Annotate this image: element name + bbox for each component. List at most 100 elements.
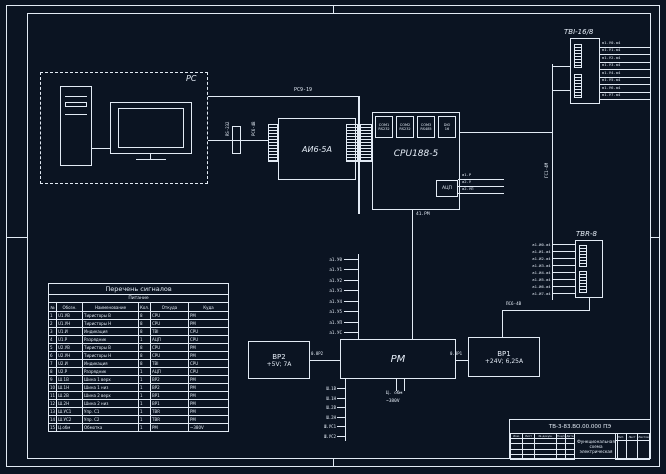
- cell-num: 13: [48, 407, 57, 416]
- cpu-port-type: RS485: [420, 127, 432, 131]
- pc-tower-vent: [65, 114, 87, 115]
- tbi-connector-2: [574, 74, 582, 98]
- cpu-port-type: RS232: [378, 127, 390, 131]
- cell-qty: 8: [138, 319, 151, 328]
- cable-label-serial2: РС6-4В: [251, 121, 256, 136]
- adc-output: а1.Р: [458, 172, 504, 180]
- wire-bp2-pm: [310, 360, 340, 361]
- cable-label-rightbus: ГС1-4М: [544, 162, 549, 178]
- pm-top-signal-label: а1.УП: [329, 319, 342, 325]
- adc-output-wire: [458, 193, 504, 194]
- cell-name: Шина 1 низ: [82, 383, 139, 392]
- pm-top-signal: а1.У4: [298, 296, 358, 307]
- pc-enclosure: [40, 72, 208, 184]
- cell-code: Ш.2В: [56, 391, 83, 400]
- cell-code: Ц.обм: [56, 423, 83, 432]
- bp2-rating: +5V; 7A: [266, 360, 292, 368]
- wire-bus-tbi-1: [552, 66, 570, 67]
- cell-qty: 8: [138, 311, 151, 320]
- cable-label-bp2-pm: 0.8Р2: [311, 351, 324, 356]
- wire-bp1-up: [502, 310, 503, 337]
- tbr-input: а1.И1.а4: [497, 248, 575, 255]
- pm-top-signal-wire: [344, 311, 358, 313]
- cell-code: U1.УН: [56, 319, 83, 328]
- cell-code: Ш.1Н: [56, 383, 83, 392]
- title-block-right-grid: Лит. Лист Листов: [615, 433, 650, 460]
- tbi-output-label: в1.У3.а4: [602, 62, 621, 67]
- cpu-port: DIO 16: [438, 116, 456, 138]
- tbi-output-label: в1.У7.а4: [602, 92, 621, 97]
- tbr-input: а1.И4.а4: [497, 269, 575, 276]
- cell-to: CPU: [187, 359, 230, 368]
- adc-output-label: а1.Р: [462, 172, 472, 177]
- cell-code: Ш.УС2: [56, 415, 83, 424]
- cell-num: 12: [48, 399, 57, 408]
- cell-name: Разрядник: [82, 367, 139, 376]
- pm-top-signal-wire: [344, 290, 358, 292]
- pm-left-signal-wire: [337, 407, 345, 409]
- pm-top-signal-label: а1.У3: [329, 288, 342, 294]
- adc-output-label: а2.У: [462, 179, 472, 184]
- bp1-rating: +24V; 6,25A: [484, 357, 524, 365]
- cell-num: 9: [48, 375, 57, 384]
- tbr-input-wire: [552, 286, 575, 287]
- cell-to: РМ: [187, 343, 230, 352]
- tbr-input: а1.И3.а4: [497, 262, 575, 269]
- cpu-port: COM2 RS232: [396, 116, 414, 138]
- tbi-output: в1.У2.а4: [600, 55, 650, 63]
- cable-label-rs232: RS-232: [225, 121, 230, 136]
- cell-qty: 1: [138, 423, 151, 432]
- cpu-port-type: RS232: [399, 127, 411, 131]
- cpu-port: COM1 RS232: [375, 116, 393, 138]
- table-row: 13 Ш.УС1 Упр. С1 1 TBR РМ: [48, 407, 230, 416]
- cell-to: ~380V: [187, 423, 230, 432]
- cell-num: 1: [48, 311, 57, 320]
- cell-num: 11: [48, 391, 57, 400]
- table-row: 10 Ш.1Н Шина 1 низ 1 ВР2 РМ: [48, 383, 230, 392]
- cable-label-pm-bp1: 0.8Р1: [450, 351, 463, 356]
- pm-top-signal-label: а1.У1: [329, 267, 342, 273]
- title-block-revision-grid: Изм. Лист № докум. Подп. Дата: [510, 432, 575, 460]
- cell-from: ВР1: [150, 391, 189, 400]
- col-header: Наименование: [82, 302, 139, 312]
- cell-from: TBI: [150, 327, 189, 336]
- cell-from: АЦП: [150, 335, 189, 344]
- pm-left-signal: Ш.УС1: [302, 422, 345, 432]
- cell-to: CPU: [187, 335, 230, 344]
- col-header: Откуда: [150, 302, 189, 312]
- tbi-output-wire: [600, 46, 650, 48]
- cell-name: Обмотка: [82, 423, 139, 432]
- cell-name: Шина 1 верх: [82, 375, 139, 384]
- pc-monitor-stand: [150, 154, 151, 159]
- pc-tower-slot1: [65, 96, 87, 97]
- cell-num: 8: [48, 367, 57, 376]
- tbr-input-label: а1.И5.а4: [532, 277, 551, 282]
- pm-top-signal-label: а1.У0: [329, 256, 342, 262]
- cell-num: 14: [48, 415, 57, 424]
- tbi-outputs: в1.У0.а4 в1.У1.а4 в1.У2.а4 в1.У3.а4 в1.У…: [600, 40, 650, 100]
- adc-output-wire: [458, 186, 504, 187]
- cell-from: TBR: [150, 407, 189, 416]
- cell-qty: 8: [138, 343, 151, 352]
- pm-left-signal: Ш.1Н: [302, 394, 345, 404]
- pm-top-signal-label: а1.У5: [329, 309, 342, 315]
- cell-num: 6: [48, 351, 57, 360]
- tbi-output-label: в1.У4.а4: [602, 69, 621, 75]
- tbi-output: в1.У7.а4: [600, 92, 650, 100]
- table-row: 11 Ш.2В Шина 2 верх 1 ВР1 РМ: [48, 391, 230, 400]
- cell-code: Ш.2Н: [56, 399, 83, 408]
- pc-monitor-base: [136, 159, 166, 160]
- cpu-ports: COM1 RS232 COM2 RS232 COM3 RS485 DIO 16: [375, 116, 456, 138]
- tbr-input-wire: [552, 258, 575, 259]
- cell-name: Индикация: [82, 359, 139, 368]
- pm-top-signal-wire: [344, 258, 358, 260]
- cell-qty: 1: [138, 399, 151, 408]
- cpu-port-name: COM2: [399, 122, 411, 127]
- tbi-connector-1: [574, 44, 582, 68]
- cell-to: РМ: [187, 375, 230, 384]
- pm-left-signal-wire: [337, 426, 345, 428]
- pm-bottom-label-2: ~380V: [386, 399, 400, 404]
- cell-to: РМ: [187, 383, 230, 392]
- adc-output: а2.У: [458, 179, 504, 187]
